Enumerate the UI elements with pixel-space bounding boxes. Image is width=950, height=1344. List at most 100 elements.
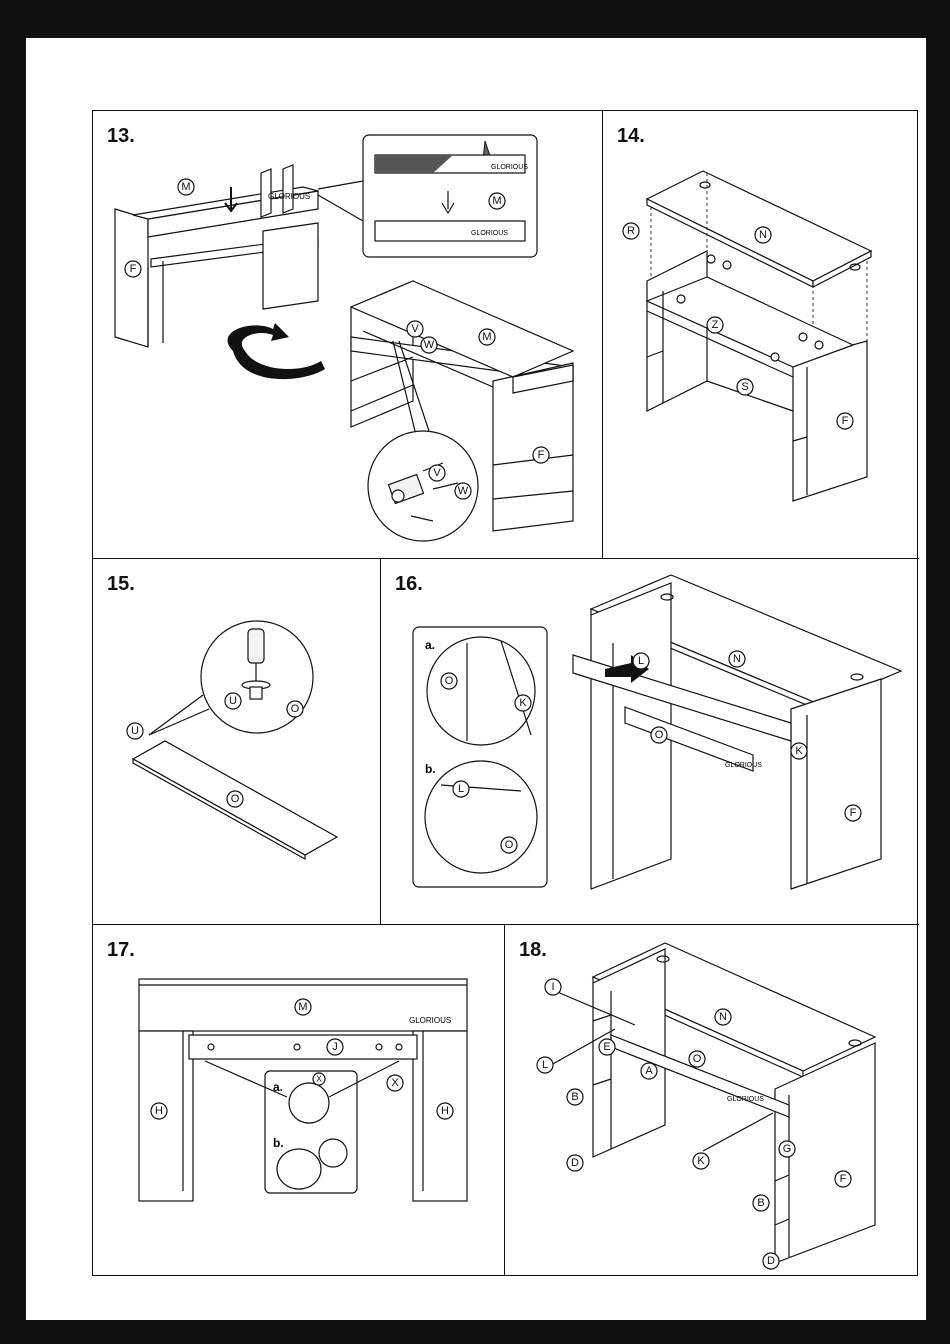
svg-text:N: N [719,1011,727,1023]
svg-text:O: O [291,703,300,715]
label-o-15a: O [287,701,303,717]
label-n-18: N [715,1009,731,1025]
instruction-sheet: 13. GLORIOUS GLORIOUS GLORIOUS [92,110,918,1276]
svg-text:W: W [458,485,469,497]
brand-mark: GLORIOUS [491,164,528,171]
label-z-14: Z [707,317,723,333]
svg-text:A: A [645,1065,653,1077]
svg-text:F: F [538,449,545,461]
svg-text:L: L [542,1059,548,1071]
label-m-17: M [295,999,311,1015]
svg-text:M: M [482,331,491,343]
svg-text:F: F [842,415,849,427]
label-x-17a: X [313,1073,325,1085]
label-u-15b: U [225,693,241,709]
label-o-15b: O [227,791,243,807]
label-l-18: L [537,1057,553,1073]
svg-text:I: I [551,981,554,993]
step-13-illustration: GLORIOUS GLORIOUS GLORIOUS [93,111,601,557]
svg-text:O: O [655,729,664,741]
label-f-16: F [845,805,861,821]
sublabel-b: b. [273,1136,284,1150]
svg-text:K: K [519,697,527,709]
svg-text:O: O [445,675,454,687]
svg-text:U: U [131,725,139,737]
label-g-18: G [779,1141,795,1157]
label-k-16: K [791,743,807,759]
svg-text:F: F [850,807,857,819]
svg-text:V: V [433,467,441,479]
brand-mark: GLORIOUS [727,1096,764,1103]
label-l-16b: L [453,781,469,797]
svg-text:K: K [795,745,803,757]
manual-page: 13. GLORIOUS GLORIOUS GLORIOUS [26,38,926,1320]
label-u-15a: U [127,723,143,739]
step-18-illustration: GLORIOUS I N E L A O B G D K F B D [505,925,917,1273]
svg-text:Z: Z [712,319,719,331]
label-h-17a: H [151,1103,167,1119]
step-number: 15. [107,573,135,596]
label-n-16: N [729,651,745,667]
svg-text:D: D [767,1255,775,1267]
label-w-13detail: W [455,483,471,499]
label-s-14: S [737,379,753,395]
label-w-13: W [421,337,437,353]
svg-text:R: R [627,225,635,237]
label-l-16: L [633,653,649,669]
step-number: 14. [617,125,645,148]
svg-text:M: M [492,195,501,207]
label-n-14: N [755,227,771,243]
step-13-panel: 13. GLORIOUS GLORIOUS GLORIOUS [93,111,603,559]
svg-text:L: L [458,783,464,795]
svg-text:K: K [697,1155,705,1167]
label-b-18b: B [753,1195,769,1211]
svg-text:M: M [181,181,190,193]
step-18-panel: 18. GLORIOUS I N E L A O B G [505,925,919,1275]
label-a-18: A [641,1063,657,1079]
svg-text:U: U [229,695,237,707]
label-o-18: O [689,1051,705,1067]
svg-text:F: F [840,1173,847,1185]
step-15-illustration: U U O O [93,559,379,923]
label-e-18: E [599,1039,615,1055]
svg-text:X: X [316,1075,322,1084]
svg-text:L: L [638,655,644,667]
label-m-13b: M [479,329,495,345]
step-14-illustration: R N Z S F [603,111,917,557]
brand-mark: GLORIOUS [409,1016,451,1025]
label-v-13: V [407,321,423,337]
label-d-18b: D [763,1253,779,1269]
sublabel-a: a. [425,638,435,652]
label-k-16a: K [515,695,531,711]
svg-text:X: X [391,1077,399,1089]
sublabel-b: b. [425,762,436,776]
svg-text:J: J [332,1041,338,1053]
svg-text:F: F [130,263,137,275]
label-f-13a: F [125,261,141,277]
step-number: 13. [107,125,135,148]
brand-mark: GLORIOUS [471,230,508,237]
svg-text:N: N [733,653,741,665]
svg-text:B: B [757,1197,764,1209]
label-b-18a: B [567,1089,583,1105]
svg-text:H: H [155,1105,163,1117]
svg-text:B: B [571,1091,578,1103]
label-d-18a: D [567,1155,583,1171]
svg-text:M: M [298,1001,307,1013]
label-f-18: F [835,1171,851,1187]
label-f-14: F [837,413,853,429]
svg-text:G: G [783,1143,792,1155]
label-x-17b: X [387,1075,403,1091]
label-o-16b: O [501,837,517,853]
step-number: 16. [395,573,423,596]
step-number: 17. [107,939,135,962]
svg-text:N: N [759,229,767,241]
brand-mark: GLORIOUS [725,762,762,769]
step-15-panel: 15. U U O O [93,559,381,925]
label-v-13detail: V [429,465,445,481]
step-14-panel: 14. R N Z S F [603,111,919,559]
step-17-panel: 17. GLORIOUS a. b. M J H H X X [93,925,505,1275]
svg-text:W: W [424,339,435,351]
svg-text:S: S [741,381,748,393]
label-j-17: J [327,1039,343,1055]
